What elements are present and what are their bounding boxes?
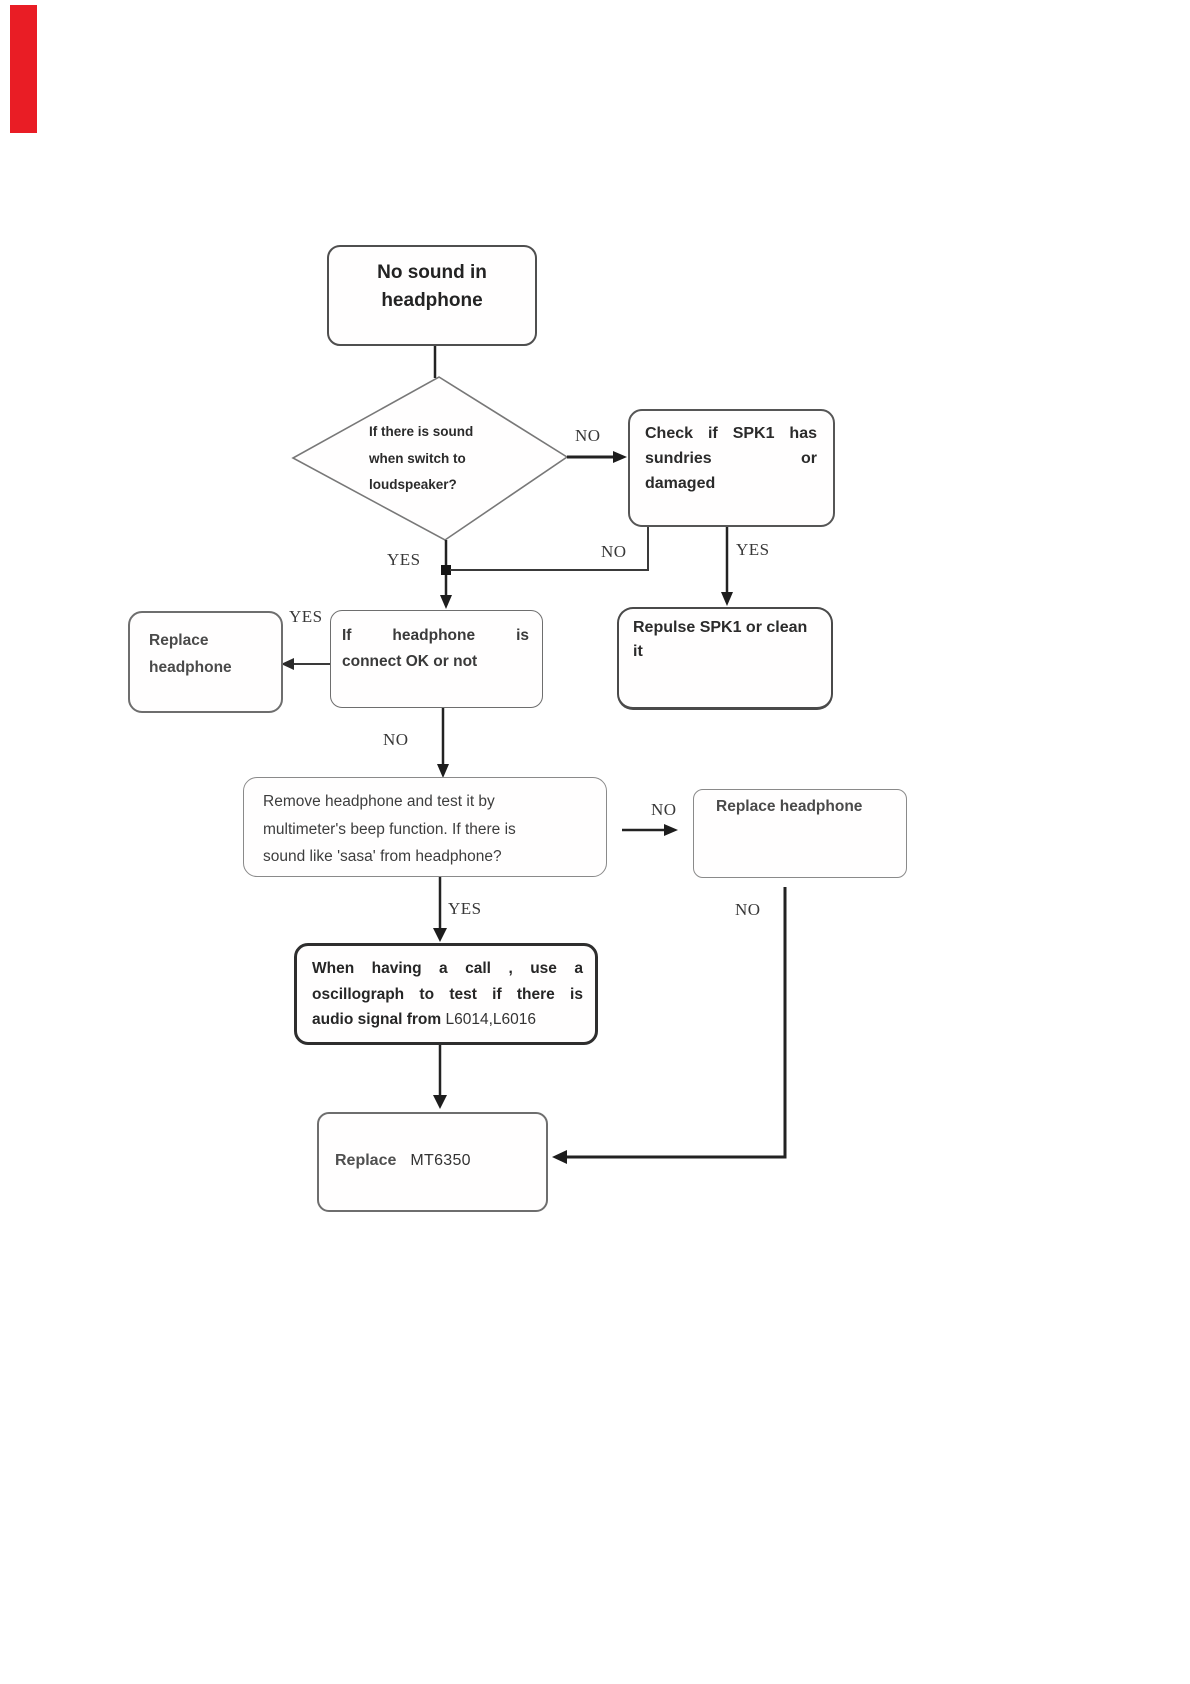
repulse-line1: Repulse SPK1 or clean [633,619,808,636]
arrowhead-down-remove [437,764,449,778]
remove-line1: Remove headphone and test it by [263,793,495,810]
connector-check-no-merge [450,527,649,571]
diamond-line2: when switch to [369,450,466,466]
label-yes-remove-down: YES [448,899,482,918]
osc-line3-regular: L6014,L6016 [445,1011,537,1028]
label-yes-diamond-down: YES [387,550,421,569]
label-yes-if-left: YES [289,607,323,626]
if-line1: If headphone is [342,627,529,644]
arrowhead-down-repulse [721,592,733,606]
osc-line1: When having a call , use a [312,960,583,977]
arrowhead-down-osc [433,928,447,942]
arrowhead-right-replace [664,824,678,836]
node-remove-headphone-test: Remove headphone and test it by multimet… [243,777,607,877]
check-line1: Check if SPK1 has [645,425,817,442]
label-yes-check-down: YES [736,540,770,559]
label-no-long-branch: NO [735,900,761,919]
node-no-sound-line1: No sound in [377,262,487,283]
osc-line2: oscillograph to test if there is [312,985,583,1003]
arrowhead-down-ifbox [440,595,452,609]
diamond-line3: loudspeaker? [369,477,457,492]
label-no-check-left: NO [601,542,627,561]
node-check-spk1: Check if SPK1 has sundries or damaged [628,409,835,527]
replace-right-line1: Replace headphone [716,798,863,815]
replace-left-line1: Replace [149,632,209,649]
repulse-line2: it [633,642,643,660]
node-no-sound-line2: headphone [381,290,483,311]
red-marker-bar [10,5,37,133]
node-oscillograph-test: When having a call , use a oscillograph … [294,943,598,1045]
mt-word1: Replace [335,1152,397,1169]
node-no-sound: No sound in headphone [327,245,537,346]
node-if-headphone-connect: If headphone is connect OK or not [330,610,543,708]
arrowhead-left-replace [281,658,294,670]
label-no-remove-right: NO [651,800,677,819]
node-replace-mt6350: Replace MT6350 [317,1112,548,1212]
arrowhead-down-mt [433,1095,447,1109]
remove-line2: multimeter's beep function. If there is [263,820,516,838]
decision-diamond-text: If there is sound when switch to loudspe… [369,419,501,499]
label-no-diamond-right: NO [575,426,601,445]
connector-long-no [566,887,787,1159]
diamond-line1: If there is sound [369,424,474,439]
arrowhead-left-mt [552,1150,567,1164]
mt-word2: MT6350 [410,1152,471,1169]
osc-line3: audio signal from L6014,L6016 [312,1007,583,1033]
junction-dot [441,565,451,575]
arrowhead-right-check [613,451,627,463]
node-repulse-spk1: Repulse SPK1 or clean it [617,607,833,710]
remove-line3: sound like 'sasa' from headphone? [263,848,502,865]
check-line2: sundries or [645,450,817,467]
label-no-if-down: NO [383,730,409,749]
if-line2: connect OK or not [342,652,478,670]
node-replace-headphone-left: Replace headphone [128,611,283,713]
node-replace-headphone-right: Replace headphone [693,789,907,878]
osc-line3-bold: audio signal from [312,1011,442,1028]
replace-left-line2: headphone [149,659,232,676]
check-line3: damaged [645,475,716,492]
